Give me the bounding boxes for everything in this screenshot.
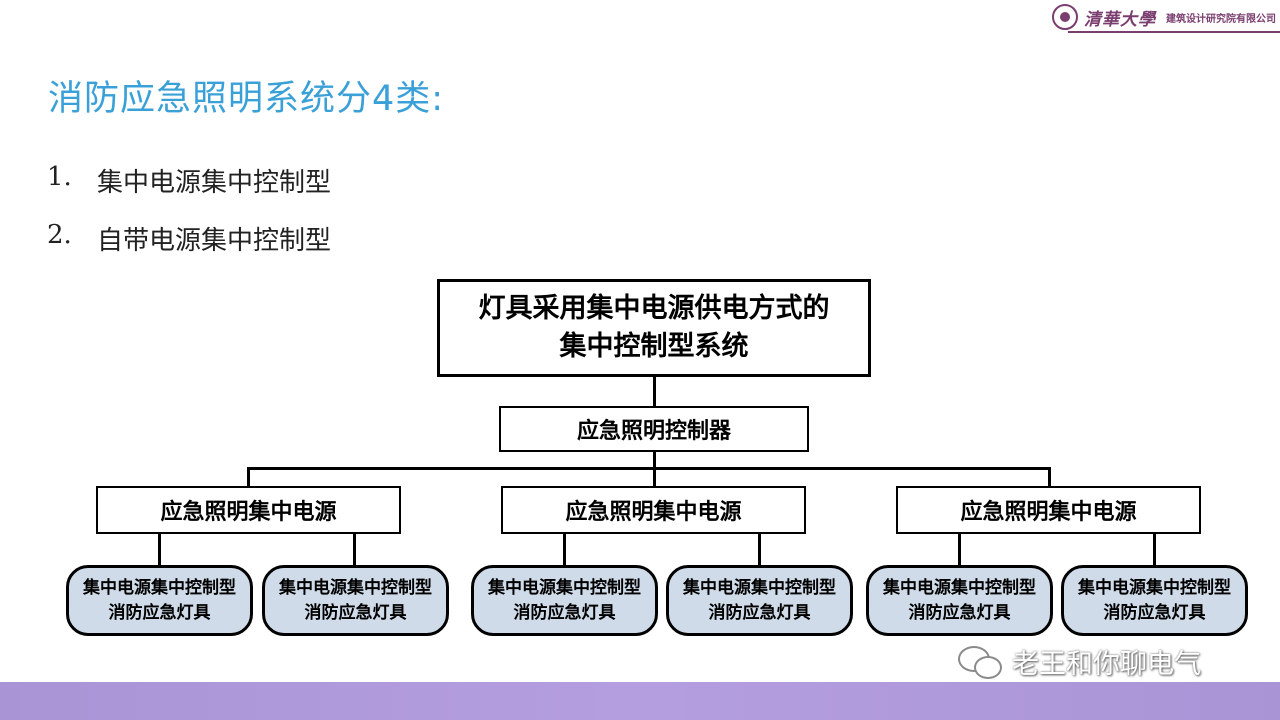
- lamp-node: 集中电源集中控制型 消防应急灯具: [666, 565, 853, 636]
- lamp-line1: 集中电源集中控制型: [279, 577, 432, 598]
- watermark: 老王和你聊电气: [958, 642, 1201, 681]
- connector-bus-source-3: [1048, 467, 1051, 486]
- connector-source-1-lamp-1: [158, 534, 161, 565]
- connector-controller-bus: [653, 452, 656, 469]
- connector-source-2-lamp-4: [758, 534, 761, 565]
- university-seal-icon: [1052, 4, 1078, 30]
- institute-name: 建筑设计研究院有限公司: [1166, 13, 1276, 25]
- power-source-box: 应急照明集中电源: [96, 486, 401, 534]
- connector-source-1-lamp-2: [353, 534, 356, 565]
- brand-header: 清華大學 建筑设计研究院有限公司: [1052, 2, 1276, 32]
- lamp-line1: 集中电源集中控制型: [683, 577, 836, 598]
- lamp-line2: 消防应急灯具: [108, 602, 211, 623]
- list-item-number: 2.: [47, 220, 72, 250]
- root-system-box: 灯具采用集中电源供电方式的 集中控制型系统: [437, 279, 871, 377]
- connector-bus-source-2: [653, 467, 656, 486]
- connector-source-3-lamp-6: [1153, 534, 1156, 565]
- power-source-box: 应急照明集中电源: [501, 486, 806, 534]
- watermark-text: 老王和你聊电气: [1012, 649, 1201, 680]
- lamp-line1: 集中电源集中控制型: [83, 577, 236, 598]
- list-item: 2. 自带电源集中控制型: [47, 220, 331, 257]
- list-item-text: 自带电源集中控制型: [97, 226, 332, 256]
- lamp-line2: 消防应急灯具: [708, 602, 811, 623]
- lamp-node: 集中电源集中控制型 消防应急灯具: [66, 565, 253, 636]
- lamp-node: 集中电源集中控制型 消防应急灯具: [866, 565, 1053, 636]
- lamp-node: 集中电源集中控制型 消防应急灯具: [1061, 565, 1248, 636]
- connector-source-3-lamp-5: [958, 534, 961, 565]
- list-item: 1. 集中电源集中控制型: [47, 162, 331, 199]
- root-system-line2: 集中控制型系统: [559, 331, 749, 362]
- header-rule: [1068, 31, 1280, 33]
- lamp-line2: 消防应急灯具: [1103, 602, 1206, 623]
- power-source-box: 应急照明集中电源: [896, 486, 1201, 534]
- connector-root-controller: [653, 377, 656, 406]
- lamp-line1: 集中电源集中控制型: [1078, 577, 1231, 598]
- lamp-node: 集中电源集中控制型 消防应急灯具: [471, 565, 658, 636]
- lamp-line2: 消防应急灯具: [513, 602, 616, 623]
- footer-band: [0, 682, 1280, 720]
- slide-title: 消防应急照明系统分4类:: [48, 79, 445, 119]
- connector-bus: [247, 467, 1051, 470]
- root-system-line1: 灯具采用集中电源供电方式的: [478, 293, 830, 324]
- controller-box: 应急照明控制器: [499, 406, 809, 452]
- lamp-line2: 消防应急灯具: [908, 602, 1011, 623]
- wechat-icon: [958, 644, 1002, 680]
- lamp-line1: 集中电源集中控制型: [488, 577, 641, 598]
- connector-source-2-lamp-3: [563, 534, 566, 565]
- lamp-node: 集中电源集中控制型 消防应急灯具: [262, 565, 449, 636]
- lamp-line2: 消防应急灯具: [304, 602, 407, 623]
- connector-bus-source-1: [247, 467, 250, 486]
- list-item-text: 集中电源集中控制型: [97, 168, 332, 198]
- university-name: 清華大學: [1084, 9, 1156, 30]
- lamp-line1: 集中电源集中控制型: [883, 577, 1036, 598]
- list-item-number: 1.: [47, 162, 72, 192]
